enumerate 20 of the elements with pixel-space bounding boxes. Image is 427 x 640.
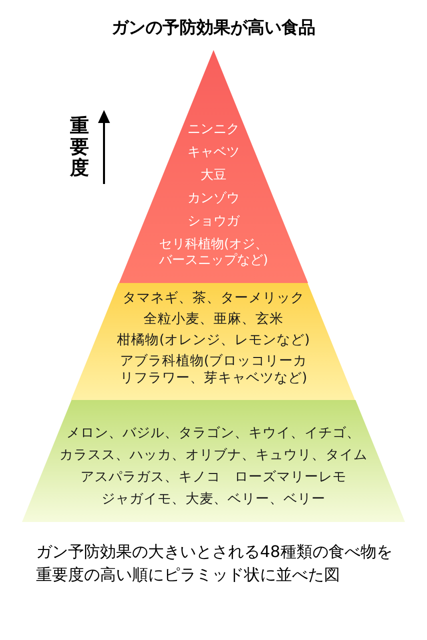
axis-label: 重要度 <box>70 116 89 179</box>
food-item: 全粒小麦、亜麻、玄米 <box>142 311 284 328</box>
caption: ガン予防効果の大きいとされる48種類の食べ物を重要度の高い順にピラミッド状に並べた図 <box>36 541 394 586</box>
pyramid-tier <box>71 283 356 400</box>
food-item: カラスス、ハッカ、オリブナ、キュウリ、タイム <box>58 447 368 464</box>
pyramid-tier <box>118 50 308 283</box>
title: ガンの予防効果が高い食品 <box>110 17 316 39</box>
food-item: カンゾウ <box>186 191 240 208</box>
food-item: アスパラガス、キノコ ローズマリーレモ <box>80 469 348 486</box>
food-item: 大豆 <box>199 168 228 184</box>
food-item: ニンニク <box>186 122 240 138</box>
food-item: ショウガ <box>186 214 241 230</box>
food-item: ジャガイモ、大麦、ベリー、ベリー <box>100 491 326 508</box>
food-item: セリ科植物(オジ、バースニップなど) <box>158 237 270 270</box>
food-item: キャベツ <box>186 145 240 162</box>
food-item: 柑橘物(オレンジ、レモンなど) <box>116 332 311 349</box>
food-item: アブラ科植物(ブロッコリーカリフラワー、芽キャベツなど) <box>118 353 308 387</box>
food-item: タマネギ、茶、ターメリック <box>121 290 306 307</box>
food-item: メロン、バジル、タラゴン、キウイ、イチゴ、 <box>66 425 362 442</box>
pyramid-tier <box>22 400 405 522</box>
